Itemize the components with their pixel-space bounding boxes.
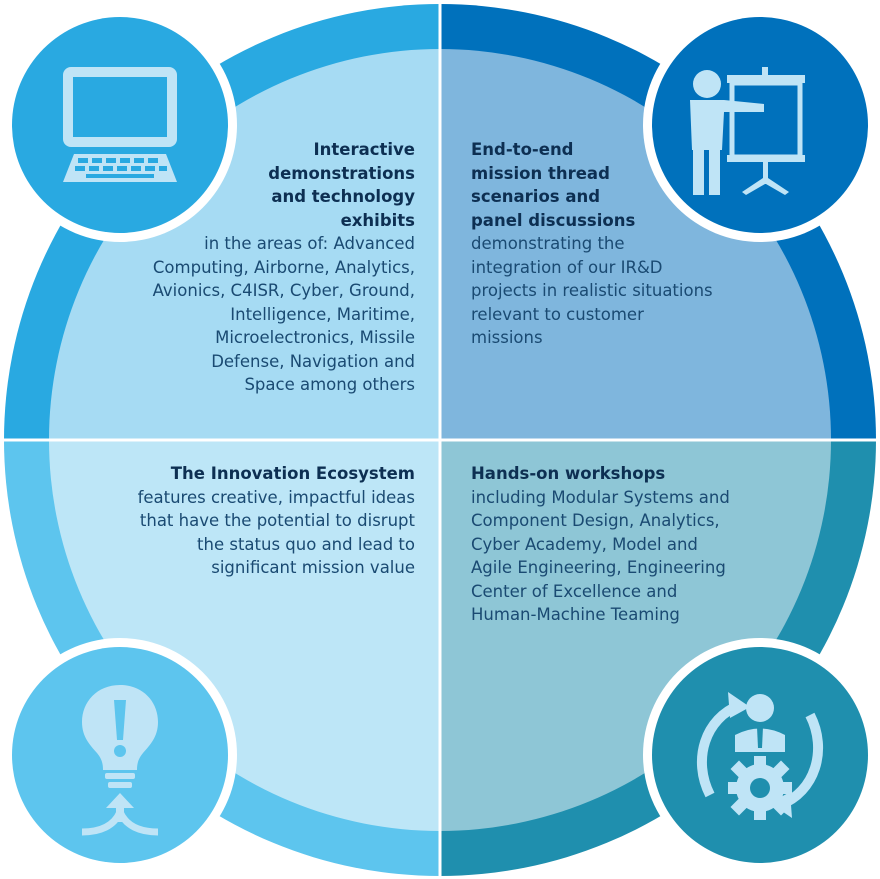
top-right-title-line: End-to-end bbox=[471, 140, 574, 159]
bottom-left-body-line: that have the potential to disrupt bbox=[139, 511, 415, 530]
top-right-title-line: panel discussions bbox=[471, 210, 636, 230]
disc-bottom-left bbox=[49, 440, 440, 831]
top-right-text: End-to-end mission thread scenarios and … bbox=[471, 138, 776, 350]
disc-top-left bbox=[49, 49, 440, 440]
badge-top-right bbox=[643, 8, 877, 242]
bottom-right-body-line: Component Design, Analytics, bbox=[471, 511, 720, 530]
top-right-body-line: projects in realistic situations bbox=[471, 281, 713, 300]
bottom-right-body-line: Human-Machine Teaming bbox=[471, 605, 680, 624]
top-left-body-line: Microelectronics, Missile bbox=[215, 328, 415, 347]
top-left-title-line: and technology bbox=[271, 187, 415, 206]
top-left-body-line: Avionics, C4ISR, Cyber, Ground, bbox=[152, 281, 415, 300]
person-gear-cycle-icon bbox=[697, 692, 823, 820]
bottom-right-text: Hands-on workshops including Modular Sys… bbox=[471, 462, 776, 627]
top-left-body-line: Space among others bbox=[244, 375, 415, 394]
top-right-body-line: demonstrating the bbox=[471, 234, 625, 253]
top-right-body-line: integration of our IR&D bbox=[471, 257, 663, 277]
bottom-left-title-line: The Innovation Ecosystem bbox=[170, 464, 415, 483]
top-left-title-line: demonstrations bbox=[268, 163, 415, 183]
top-left-body-line: Defense, Navigation and bbox=[211, 351, 415, 371]
bottom-left-text: The Innovation Ecosystem features creati… bbox=[90, 462, 415, 580]
lightbulb-idea-icon bbox=[81, 685, 159, 836]
bottom-right-body-line: including Modular Systems and bbox=[471, 487, 730, 507]
badge-top-left bbox=[3, 8, 237, 242]
bottom-left-body-line: features creative, impactful ideas bbox=[137, 487, 415, 507]
disc-top-right bbox=[440, 49, 831, 440]
top-left-text: Interactive demonstrations and technolog… bbox=[100, 138, 415, 397]
bottom-left-body-line: significant mission value bbox=[211, 558, 415, 577]
top-left-title-line: Interactive bbox=[313, 140, 415, 159]
badge-bottom-right bbox=[643, 638, 877, 872]
top-left-body-line: in the areas of: Advanced bbox=[204, 234, 415, 253]
inner-disc bbox=[49, 49, 831, 831]
top-right-body-line: relevant to customer bbox=[471, 304, 644, 324]
disc-bottom-right bbox=[440, 440, 831, 831]
bottom-right-title-line: Hands-on workshops bbox=[471, 464, 666, 483]
top-left-body-line: Intelligence, Maritime, bbox=[230, 304, 415, 324]
bottom-right-body-line: Agile Engineering, Engineering bbox=[471, 558, 726, 577]
gear-icon bbox=[728, 756, 792, 820]
top-right-body-line: missions bbox=[471, 328, 543, 347]
presenter-board-icon bbox=[690, 67, 805, 195]
bottom-right-body-line: Center of Excellence and bbox=[471, 581, 678, 601]
badge-bottom-left bbox=[3, 638, 237, 872]
bottom-right-body-line: Cyber Academy, Model and bbox=[471, 534, 698, 554]
top-left-body-line: Computing, Airborne, Analytics, bbox=[152, 257, 415, 277]
top-right-title-line: mission thread bbox=[471, 163, 610, 183]
bottom-left-body-line: the status quo and lead to bbox=[197, 534, 415, 554]
top-left-title-line: exhibits bbox=[340, 210, 415, 230]
computer-monitor-icon bbox=[63, 67, 177, 182]
top-right-title-line: scenarios and bbox=[471, 187, 601, 206]
